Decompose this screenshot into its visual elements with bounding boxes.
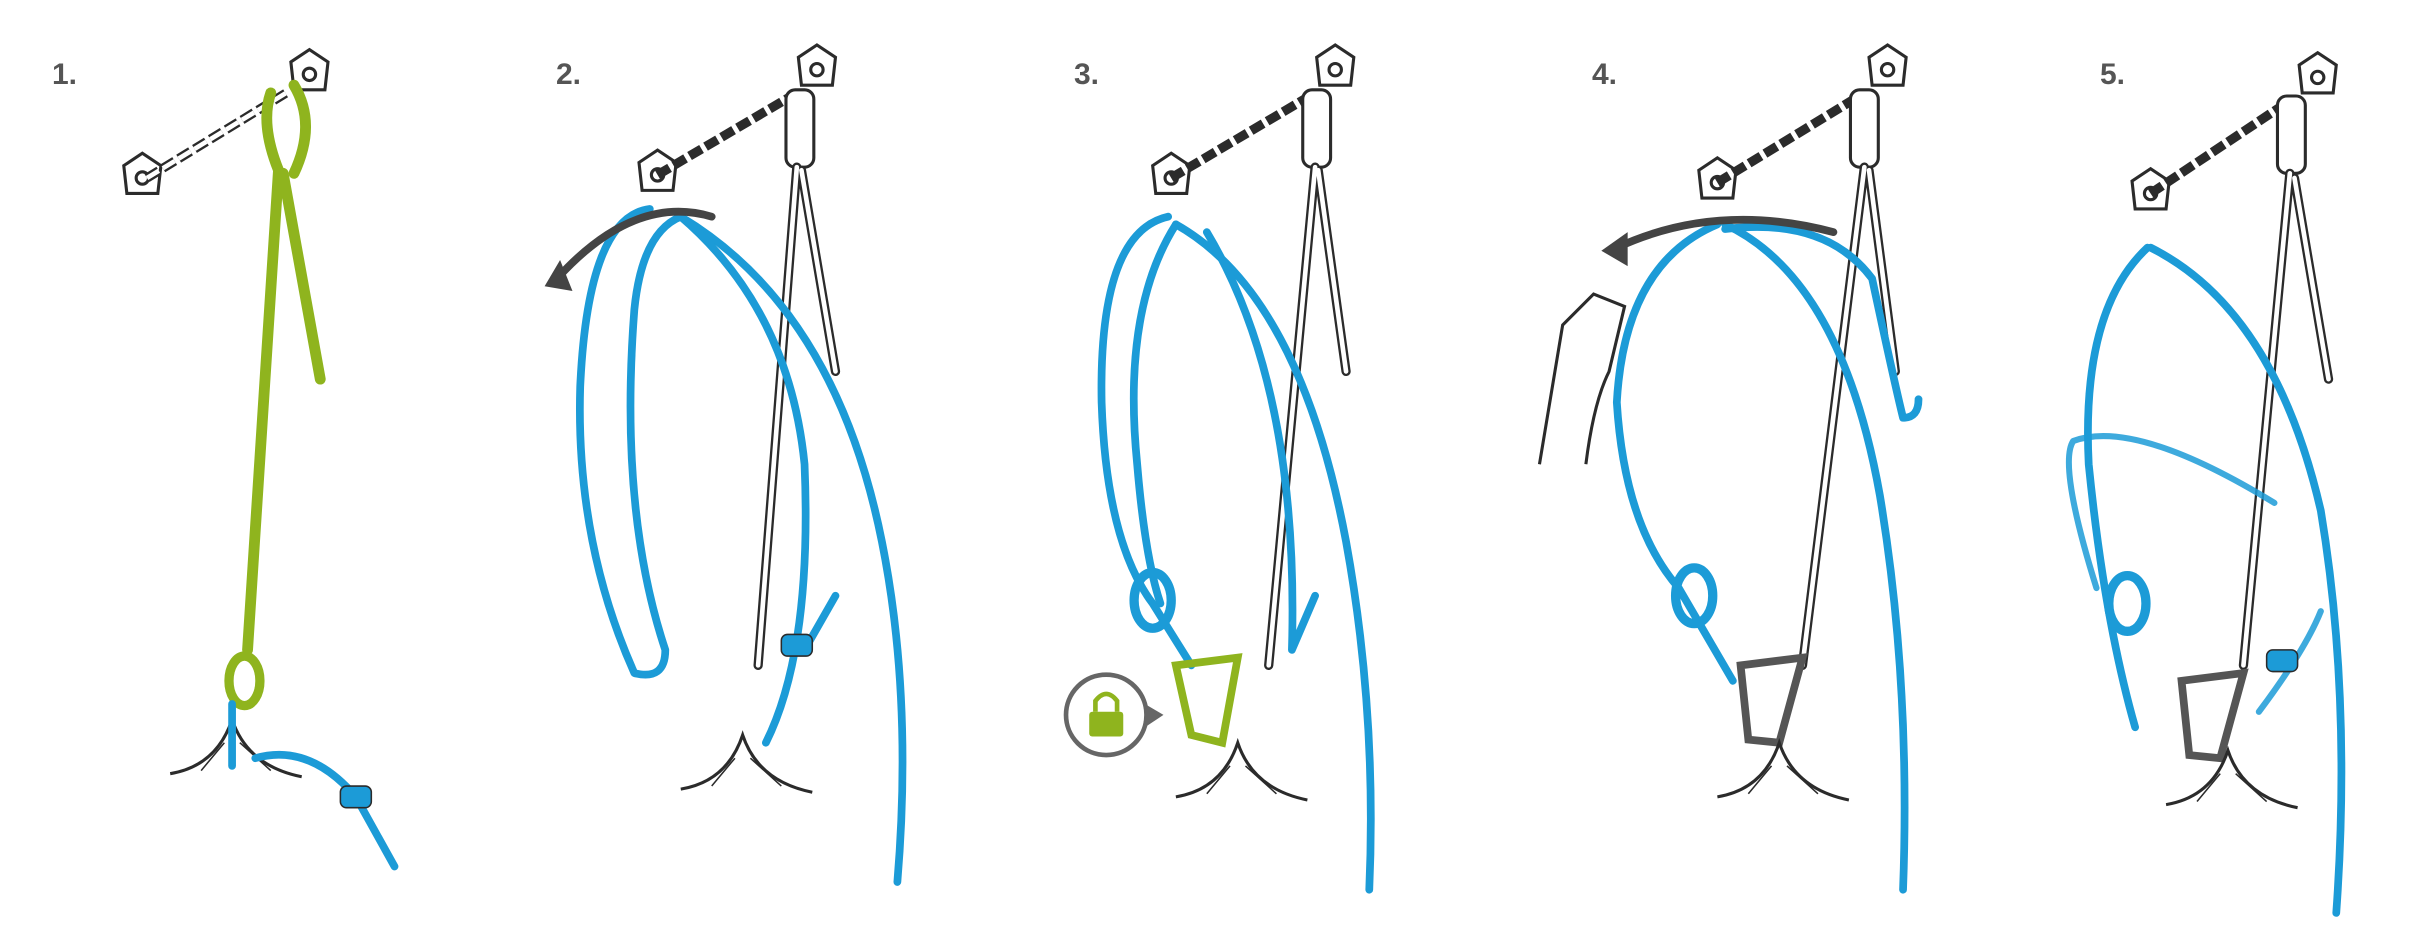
arrow-icon <box>553 207 716 283</box>
carabiner-icon <box>2177 668 2249 763</box>
carabiner-icon <box>261 79 311 179</box>
step-4-label: 4. <box>1592 58 1618 91</box>
rope-icon <box>1097 212 1375 894</box>
knot-icon <box>224 651 265 711</box>
step-1-label: 1. <box>52 58 78 91</box>
anchor-bolt-icon <box>796 43 838 87</box>
knot-icon <box>1129 567 1176 633</box>
rope-icon <box>576 205 907 886</box>
arrow-icon <box>1612 215 1838 252</box>
chain-icon <box>655 88 800 179</box>
chain-icon <box>1168 88 1318 182</box>
step-1-panel <box>122 48 399 871</box>
step-3-panel <box>1063 43 1375 894</box>
rock-horn-icon <box>1715 741 1851 802</box>
rope-icon <box>2084 243 2346 917</box>
knot-icon <box>2104 570 2151 636</box>
lock-icon <box>1063 672 1164 758</box>
anchor-bolt-icon <box>1867 43 1908 87</box>
anchor-bolt-icon <box>2297 51 2338 95</box>
rock-horn-icon <box>168 717 304 779</box>
step-2-label: 2. <box>556 58 582 91</box>
descender-icon <box>1848 88 1880 169</box>
rock-horn-icon <box>1174 741 1309 802</box>
chain-icon <box>2148 96 2293 198</box>
rock-horn-icon <box>679 733 814 794</box>
lanyard-icon <box>2238 168 2334 671</box>
descender-icon <box>2275 94 2307 175</box>
step-5-panel <box>2065 51 2346 917</box>
rope-icon <box>1612 220 1909 894</box>
descender-icon <box>784 88 816 169</box>
rock-horn-icon <box>2164 748 2300 810</box>
lanyard-icon <box>242 164 326 656</box>
rope-icon <box>228 700 399 871</box>
lanyard-icon <box>1797 162 1900 671</box>
step-4-panel <box>1537 43 1923 894</box>
step-3-label: 3. <box>1074 58 1100 91</box>
carabiner-icon <box>1171 653 1243 748</box>
descender-icon <box>1301 88 1333 169</box>
chain-icon <box>1714 88 1867 187</box>
step-2-panel <box>544 43 907 886</box>
knot-icon <box>1670 563 1718 629</box>
step-5-label: 5. <box>2100 58 2126 91</box>
carabiner-icon <box>1736 653 1808 747</box>
hand-icon <box>1537 292 1627 465</box>
anchor-bolt-icon <box>1315 43 1356 87</box>
